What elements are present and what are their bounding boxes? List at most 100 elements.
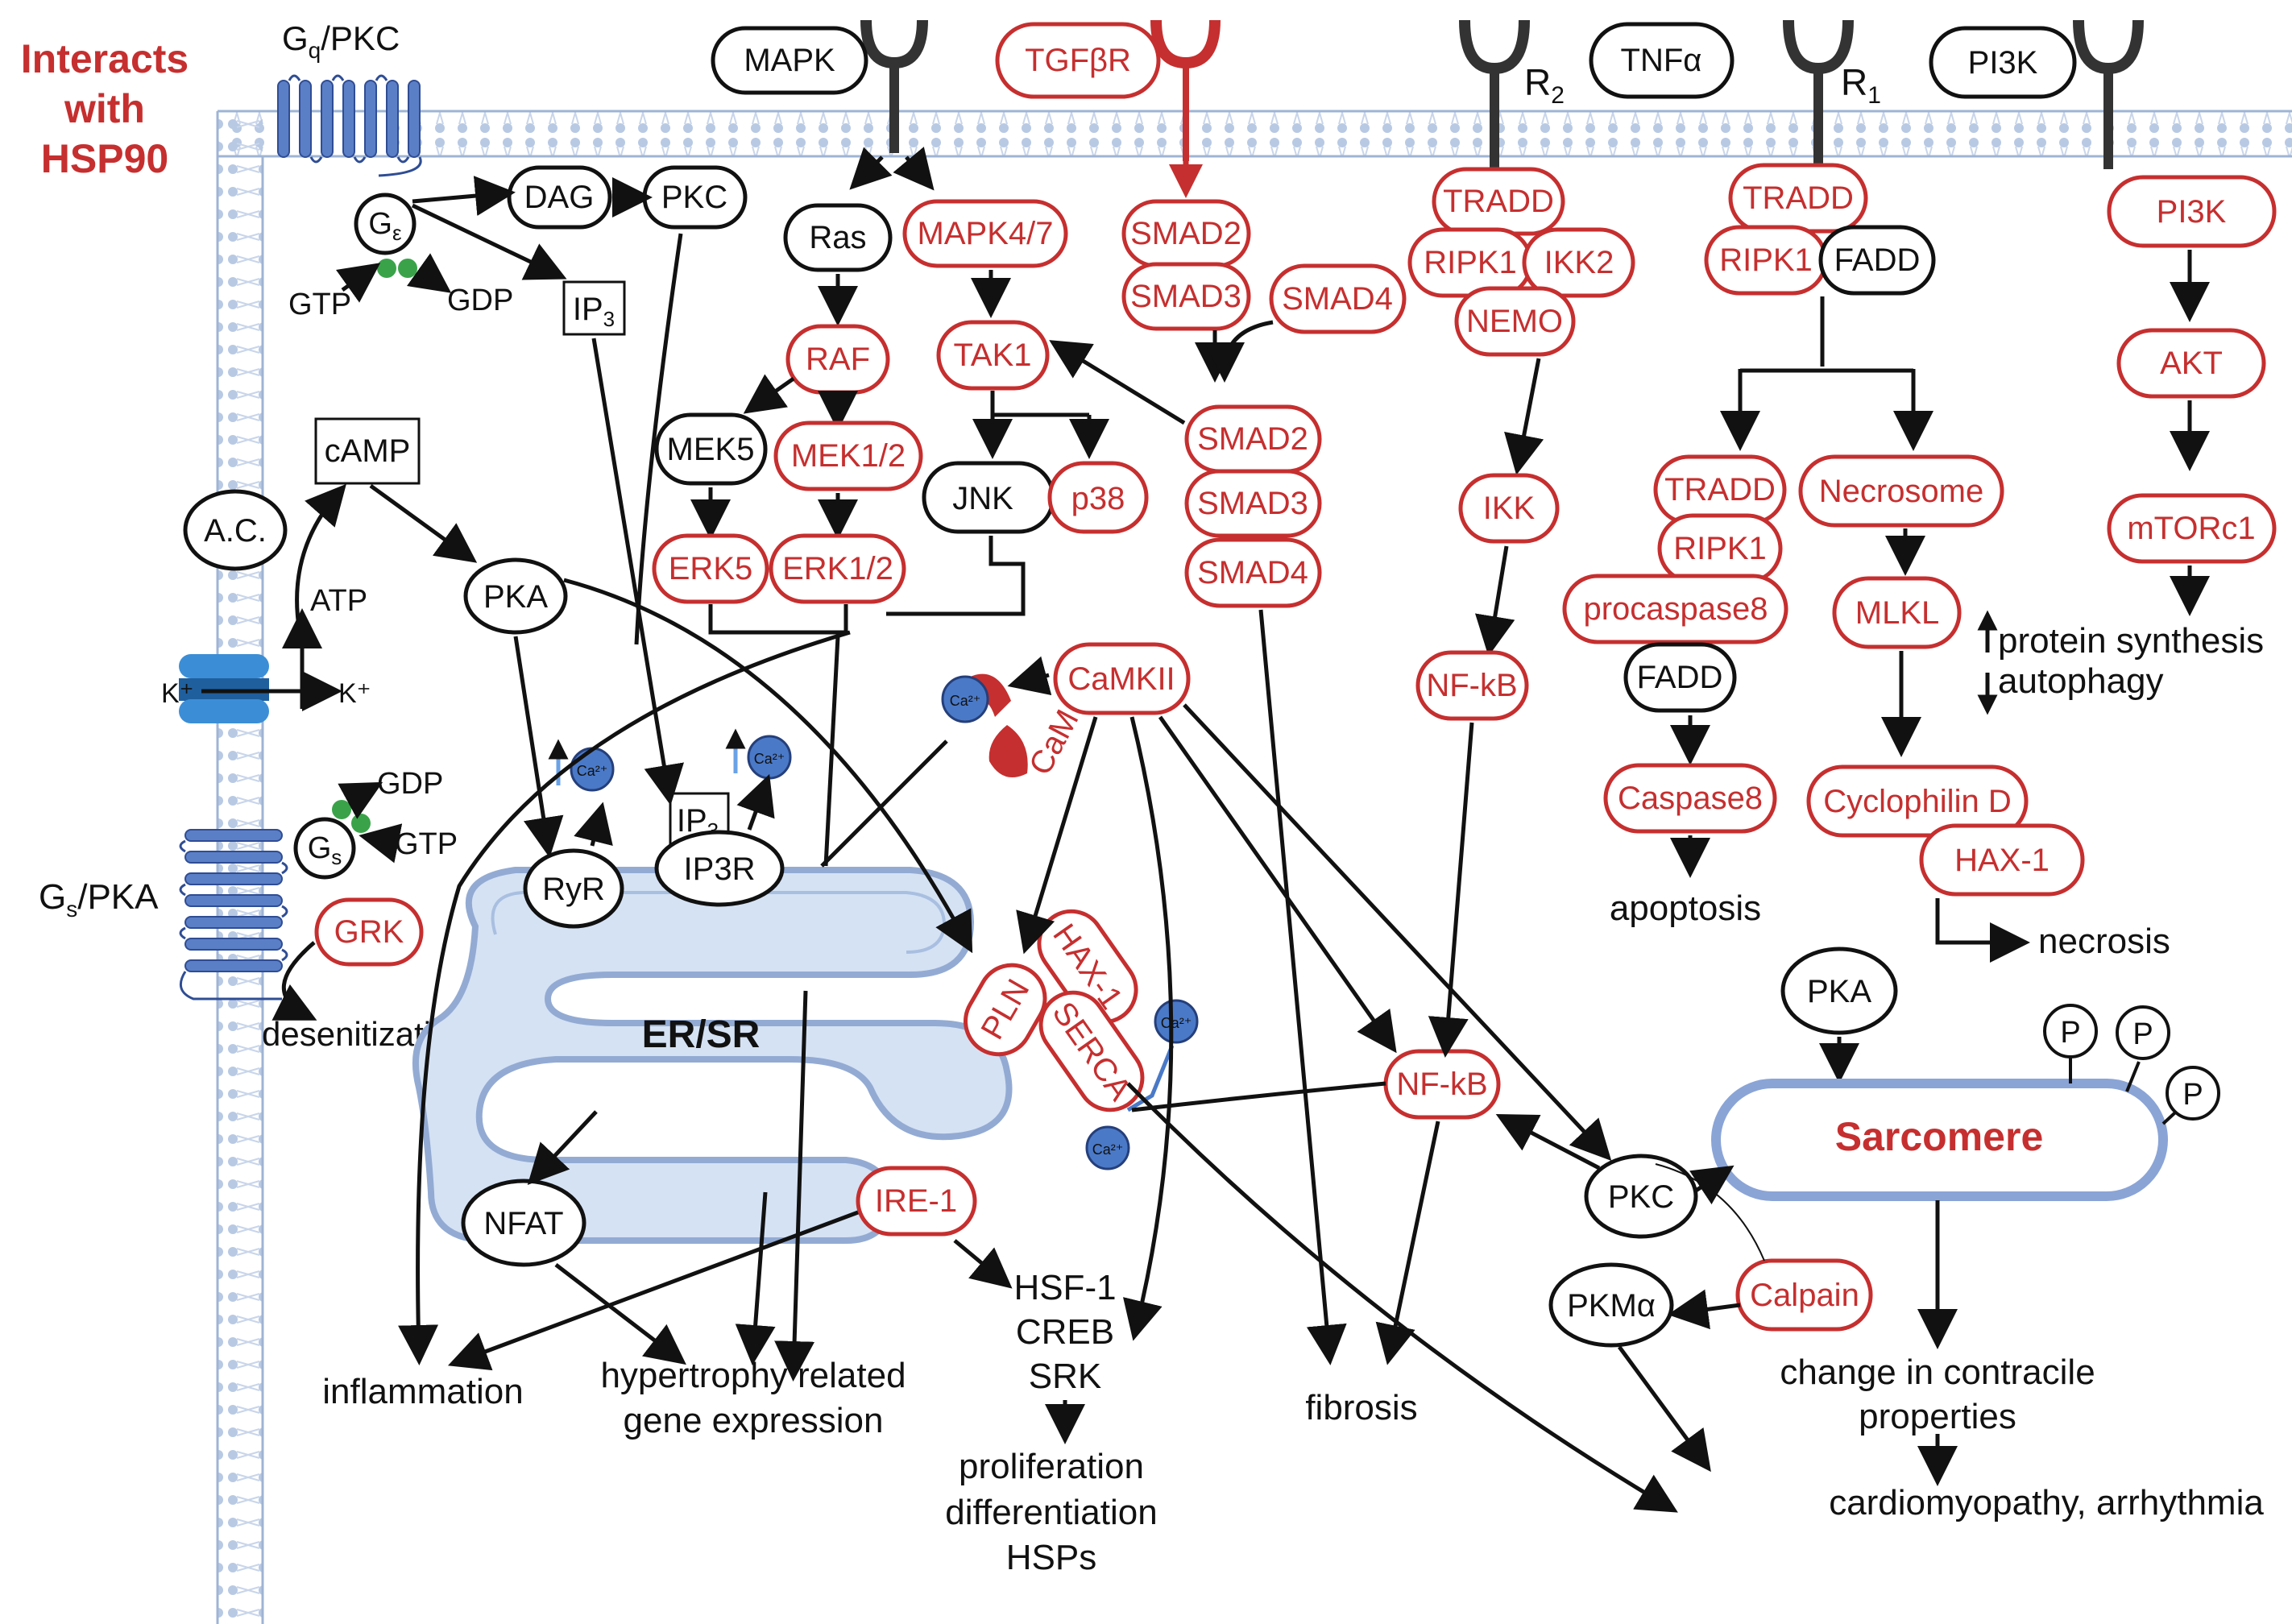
necrosome-node: Necrosome [1798, 454, 2004, 528]
seven-tm-receptor-icon [179, 829, 288, 1000]
gq-label: Gq/PKC [282, 19, 400, 63]
fadd-complex-node: FADD [1623, 642, 1737, 713]
akt-node: AKT [2116, 328, 2266, 399]
mapk-receptor [860, 19, 928, 153]
svg-text:MAPK: MAPK [744, 43, 835, 78]
ip3-top-node: IP3 [562, 280, 626, 336]
pi3k-top-node: PI3K [1929, 26, 2077, 99]
smad2-lower-node: SMAD2 [1184, 404, 1322, 474]
title-line-2: with [64, 86, 145, 131]
title-line-1: Interacts [21, 36, 189, 81]
hypertrophy-label-line2: gene expression [624, 1401, 884, 1440]
svg-text:IP3R: IP3R [684, 851, 756, 887]
hax1-right-node: HAX-1 [1919, 823, 2085, 897]
mapk-node: MAPK [711, 26, 868, 95]
hypertrophy-label-line1: hypertrophy related [600, 1356, 906, 1395]
autophagy-label: autophagy [1998, 661, 2164, 701]
r1-receptor: R1 [1783, 19, 1881, 165]
fadd-r1-node: FADD [1818, 225, 1936, 296]
svg-text:mTORc1: mTORc1 [2127, 511, 2255, 546]
contractile-label-line1: change in contracile [1780, 1353, 2095, 1392]
gtp-top-label: GTP [288, 288, 351, 321]
atp-label: ATP [310, 584, 367, 618]
svg-text:RAF: RAF [806, 342, 870, 377]
svg-text:IP3: IP3 [573, 292, 615, 331]
smad3-upper-node: SMAD3 [1121, 262, 1251, 331]
svg-text:Ca²⁺: Ca²⁺ [754, 751, 785, 767]
ire1-node: IRE-1 [856, 1166, 977, 1237]
svg-text:RIPK1: RIPK1 [1673, 531, 1767, 566]
nfat-node: NFAT [461, 1179, 586, 1267]
gq-pkc-receptor: Gq/PKC [277, 19, 422, 177]
gtp-bead-icon [398, 259, 417, 278]
smad4-lower-node: SMAD4 [1184, 537, 1322, 608]
protein-synthesis-label: protein synthesis [1998, 621, 2264, 661]
pkc-top-node: PKC [642, 165, 748, 230]
sarcomere-node: Sarcomere [1711, 1079, 2168, 1201]
ikk2-node: IKK2 [1522, 227, 1635, 298]
pkma-node: PKMα [1548, 1262, 1674, 1348]
pka-left-node: PKA [463, 557, 568, 635]
plasma-membrane-horizontal [218, 110, 2292, 158]
svg-text:PKA: PKA [1807, 974, 1871, 1009]
svg-text:TGFβR: TGFβR [1025, 43, 1131, 78]
svg-text:Necrosome: Necrosome [1819, 474, 1984, 509]
svg-text:ERK1/2: ERK1/2 [782, 551, 893, 586]
mlkl-node: MLKL [1832, 576, 1962, 649]
svg-text:HAX-1: HAX-1 [1954, 843, 2050, 878]
svg-text:PKA: PKA [483, 579, 548, 615]
svg-text:RIPK1: RIPK1 [1424, 245, 1517, 280]
k-left-label: K⁺ [161, 678, 194, 709]
smad3-lower-node: SMAD3 [1184, 469, 1322, 538]
pi3k-receptor [2073, 19, 2144, 169]
erk5-node: ERK5 [652, 533, 769, 604]
caspase8-node: Caspase8 [1603, 763, 1777, 834]
phosphate-icon: P [2161, 1066, 2220, 1125]
differentiation-label: differentiation [945, 1493, 1157, 1532]
calcium-ion-icon: Ca²⁺ [725, 728, 792, 780]
svg-text:TRADD: TRADD [1664, 472, 1776, 508]
svg-text:MLKL: MLKL [1855, 595, 1940, 631]
pkc-right-node: PKC [1584, 1154, 1698, 1239]
svg-text:Ca²⁺: Ca²⁺ [950, 693, 981, 709]
svg-text:NEMO: NEMO [1466, 304, 1563, 339]
svg-text:PI3K: PI3K [2157, 194, 2227, 230]
hsps-label: HSPs [1006, 1538, 1096, 1577]
er-sr-label: ER/SR [642, 1013, 761, 1056]
svg-text:IKK2: IKK2 [1544, 245, 1614, 280]
calcium-ion-icon: Ca²⁺ [1154, 999, 1199, 1044]
svg-text:TRADD: TRADD [1743, 180, 1854, 216]
mek12-node: MEK1/2 [773, 420, 923, 491]
svg-text:cAMP: cAMP [325, 433, 411, 469]
svg-text:PKC: PKC [661, 180, 727, 215]
ip3r-node: IP3R [654, 830, 785, 907]
fibrosis-label: fibrosis [1305, 1388, 1417, 1427]
nemo-node: NEMO [1454, 286, 1576, 357]
jnk-node: JNK [922, 461, 1055, 534]
tradd-r1-node: TRADD [1728, 163, 1868, 234]
cam-label: CaM [1022, 704, 1085, 781]
svg-text:Calpain: Calpain [1750, 1278, 1859, 1313]
ras-node: Ras [783, 203, 893, 272]
svg-text:P: P [2182, 1078, 2203, 1112]
svg-text:Ca²⁺: Ca²⁺ [1161, 1015, 1192, 1031]
gs-label: Gs/PKA [39, 877, 159, 922]
svg-text:PKMα: PKMα [1567, 1288, 1656, 1324]
gs-protein: Gs GDP GTP [293, 767, 458, 880]
g-epsilon-protein: Gε GTP GDP [288, 193, 513, 321]
svg-text:NF-kB: NF-kB [1396, 1067, 1487, 1102]
svg-text:Sarcomere: Sarcomere [1835, 1114, 2044, 1159]
svg-text:NFAT: NFAT [483, 1206, 563, 1241]
hsf1-label: HSF-1 [1013, 1268, 1116, 1307]
k-right-label: K⁺ [338, 678, 371, 709]
pi3k-node: PI3K [2107, 175, 2277, 248]
svg-text:P: P [2060, 1016, 2080, 1050]
tradd-r2-node: TRADD [1432, 167, 1565, 236]
necrosis-label: necrosis [2038, 922, 2170, 961]
svg-text:SMAD2: SMAD2 [1197, 421, 1308, 457]
svg-text:IKK: IKK [1483, 491, 1536, 526]
proliferation-label: proliferation [959, 1447, 1144, 1486]
svg-text:TNFα: TNFα [1621, 43, 1702, 78]
tgfbr-node: TGFβR [995, 22, 1161, 99]
svg-text:FADD: FADD [1637, 660, 1723, 695]
